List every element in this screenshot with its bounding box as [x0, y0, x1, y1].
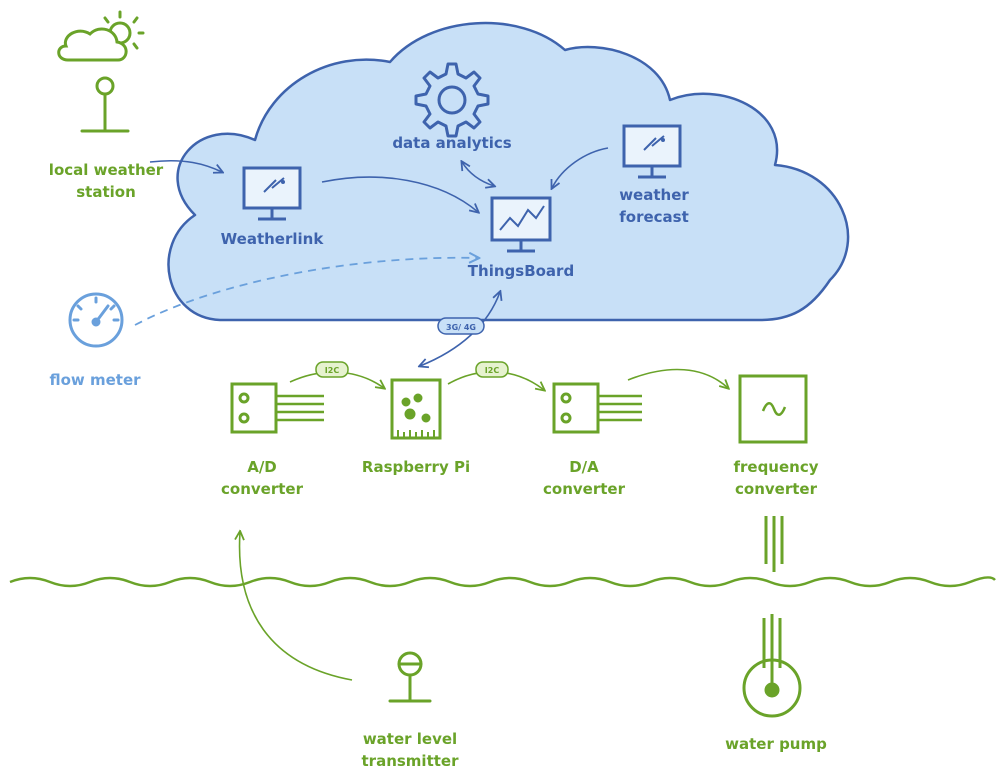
water-level-transmitter-label-2: transmitter [362, 752, 460, 770]
ad-converter-icon [230, 382, 324, 434]
weather-cloud-sun-icon [57, 10, 145, 62]
weather-forecast-label-1: weather [619, 186, 689, 204]
water-level-transmitter-icon [388, 651, 432, 703]
local-weather-station-label-2: station [76, 183, 136, 201]
power-cable-upper [764, 516, 784, 572]
arrow-raspberry-pi-thingsboard [420, 292, 500, 366]
raspberry-pi-label: Raspberry Pi [362, 458, 470, 476]
water-level-transmitter-label-1: water level [363, 730, 457, 748]
arrow-da-to-frequency-converter [627, 368, 728, 388]
cellular-tag-label: 3G/ 4G [446, 323, 476, 332]
frequency-converter-label-1: frequency [733, 458, 818, 476]
da-converter-label-1: D/A [569, 458, 599, 476]
arrow-analytics-thingsboard [462, 162, 494, 186]
thingsboard-monitor-icon [490, 196, 552, 253]
cloud-shape [167, 21, 850, 322]
frequency-converter-icon [738, 374, 808, 444]
weather-forecast-label-2: forecast [619, 208, 689, 226]
thingsboard-label: ThingsBoard [468, 262, 574, 280]
ad-converter-label-1: A/D [247, 458, 277, 476]
weather-station-mast-icon [80, 76, 130, 133]
water-surface-line [9, 576, 996, 588]
arrow-weatherlink-to-thingsboard [321, 176, 478, 212]
ad-converter-label-2: converter [221, 480, 304, 498]
i2c-left-badge [315, 361, 349, 378]
frequency-converter-label-2: converter [735, 480, 818, 498]
arrow-forecast-to-thingsboard [552, 147, 609, 188]
power-cable-lower [762, 614, 782, 688]
local-weather-station-label-1: local weather [49, 161, 164, 179]
arrow-weather-station-to-weatherlink [149, 159, 222, 172]
water-pump-label: water pump [725, 735, 827, 753]
water-pump-icon [742, 658, 802, 718]
i2c-right-label: I2C [485, 366, 500, 375]
i2c-left-label: I2C [325, 366, 340, 375]
weather-forecast-monitor-icon [622, 124, 682, 179]
data-analytics-label: data analytics [392, 134, 511, 152]
da-converter-label-2: converter [543, 480, 626, 498]
weatherlink-monitor-icon [242, 166, 302, 221]
weatherlink-label: Weatherlink [221, 230, 325, 248]
flow-meter-label: flow meter [49, 371, 141, 389]
raspberry-pi-board-icon [390, 378, 442, 440]
da-converter-icon [552, 382, 642, 434]
i2c-right-badge [475, 361, 509, 378]
flow-meter-gauge-icon [68, 292, 124, 348]
gear-icon [414, 62, 490, 138]
arrow-transmitter-to-ad [240, 532, 353, 681]
cellular-tag-badge [437, 317, 485, 335]
